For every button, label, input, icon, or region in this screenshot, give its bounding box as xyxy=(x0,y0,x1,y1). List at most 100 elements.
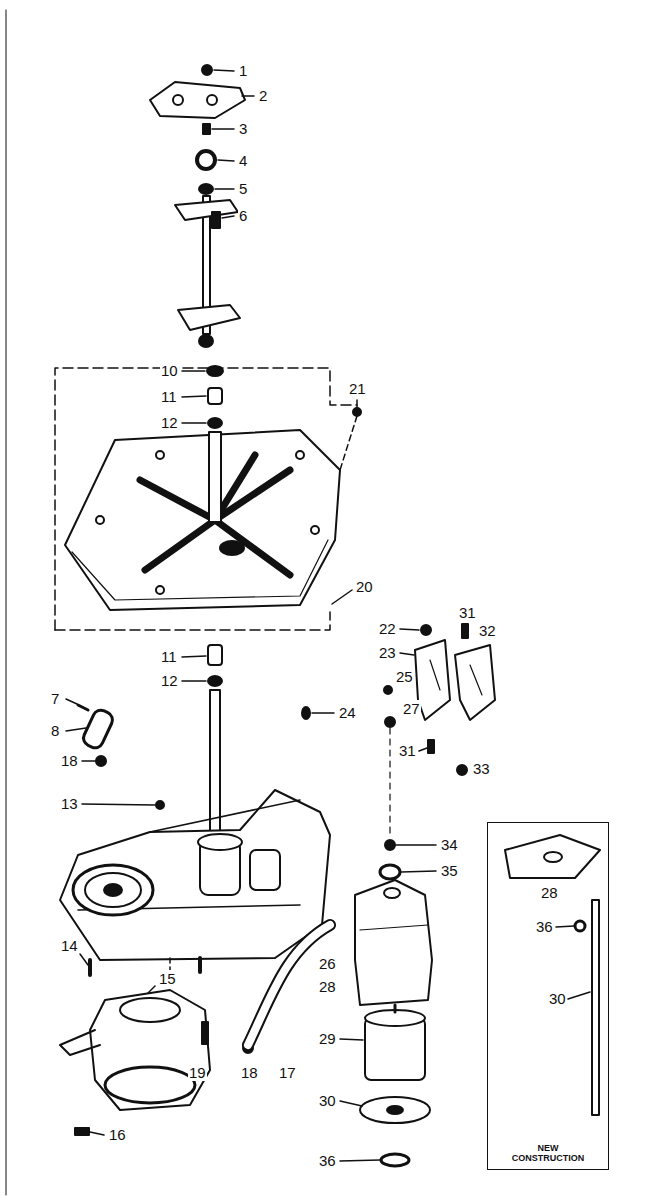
part-outline xyxy=(400,629,419,630)
part-outline xyxy=(209,432,221,522)
part-outline xyxy=(384,686,392,694)
callout-number: 31 xyxy=(398,742,417,759)
callout-number: 22 xyxy=(378,620,397,637)
part-outline xyxy=(197,151,215,169)
part-outline xyxy=(208,645,222,665)
part-outline xyxy=(198,834,242,850)
part-outline xyxy=(150,82,245,118)
callout-number: 31 xyxy=(458,604,477,621)
callout-number: 20 xyxy=(355,578,374,595)
pump xyxy=(60,990,253,1135)
callout-number: 8 xyxy=(50,722,60,739)
callout-number: 36 xyxy=(535,918,554,935)
callout-number: 4 xyxy=(238,152,248,169)
part-outline xyxy=(208,418,222,428)
part-outline xyxy=(104,884,122,896)
callout-number: 27 xyxy=(402,700,421,717)
part-outline xyxy=(198,958,202,972)
part-outline xyxy=(353,408,361,416)
part-outline xyxy=(215,520,290,575)
group-bracket xyxy=(55,368,357,630)
part-outline xyxy=(457,765,467,775)
part-outline xyxy=(65,430,340,610)
part-outline xyxy=(60,790,330,960)
brackets xyxy=(380,624,495,879)
part-outline xyxy=(568,992,590,999)
part-outline xyxy=(81,708,115,751)
part-outline xyxy=(556,926,574,927)
page-rule xyxy=(6,10,7,1195)
part-outline xyxy=(242,95,254,97)
part-outline xyxy=(156,586,164,594)
part-outline xyxy=(182,656,206,657)
part-outline xyxy=(215,470,290,520)
part-outline xyxy=(430,660,440,690)
part-outline xyxy=(78,705,88,710)
callout-number: 17 xyxy=(278,1064,297,1081)
callout-number: 16 xyxy=(108,1126,127,1143)
part-outline xyxy=(140,480,215,520)
callout-number: 30 xyxy=(318,1092,337,1109)
part-outline xyxy=(182,680,206,682)
part-outline xyxy=(207,366,223,376)
part-outline xyxy=(220,541,244,555)
part-outline xyxy=(222,216,234,218)
callout-number: 28 xyxy=(540,884,559,901)
part-outline xyxy=(385,717,395,727)
part-outline xyxy=(360,925,428,930)
callout-number: 30 xyxy=(548,990,567,1007)
part-outline xyxy=(199,335,213,347)
callout-number: 26 xyxy=(318,955,337,972)
part-outline xyxy=(355,880,432,1005)
part-outline xyxy=(145,520,215,570)
callout-number: 23 xyxy=(378,644,397,661)
callout-number: 32 xyxy=(478,622,497,639)
part-outline xyxy=(360,1097,430,1123)
callout-number: 25 xyxy=(395,668,414,685)
part-outline xyxy=(575,921,585,931)
part-outline xyxy=(385,840,395,850)
callout-number: 14 xyxy=(60,937,79,954)
part-outline xyxy=(389,728,390,838)
callout-number: 12 xyxy=(160,672,179,689)
callout-number: 36 xyxy=(318,1152,337,1169)
callout-number: 11 xyxy=(160,648,178,665)
part-outline xyxy=(156,451,164,459)
part-outline xyxy=(470,665,482,695)
part-outline xyxy=(340,416,357,470)
callout-number: 33 xyxy=(472,760,491,777)
part-outline xyxy=(302,707,310,719)
part-outline xyxy=(60,1030,100,1055)
part-outline xyxy=(88,960,92,975)
part-outline xyxy=(75,1128,89,1135)
part-outline xyxy=(356,400,358,407)
part-outline xyxy=(212,212,220,228)
part-outline xyxy=(90,1132,104,1135)
part-outline xyxy=(384,888,400,898)
part-outline xyxy=(455,645,495,720)
part-outline xyxy=(340,1101,362,1106)
callout-number: 7 xyxy=(50,690,60,707)
part-outline xyxy=(120,998,180,1022)
part-outline xyxy=(66,699,77,704)
part-outline xyxy=(182,396,206,397)
part-outline xyxy=(212,128,234,130)
part-outline xyxy=(90,990,210,1110)
part-outline xyxy=(96,756,106,766)
part-outline xyxy=(208,388,222,404)
part-outline xyxy=(544,852,562,862)
part-outline xyxy=(73,865,153,915)
part-outline xyxy=(311,526,319,534)
part-outline xyxy=(207,95,217,105)
callout-number: 18 xyxy=(240,1064,259,1081)
part-outline xyxy=(462,624,468,638)
callout-number: 18 xyxy=(60,752,79,769)
part-outline xyxy=(66,728,86,731)
part-outline xyxy=(340,1160,380,1161)
part-outline xyxy=(401,871,436,872)
callout-number: 35 xyxy=(440,862,459,879)
part-outline xyxy=(332,590,352,604)
